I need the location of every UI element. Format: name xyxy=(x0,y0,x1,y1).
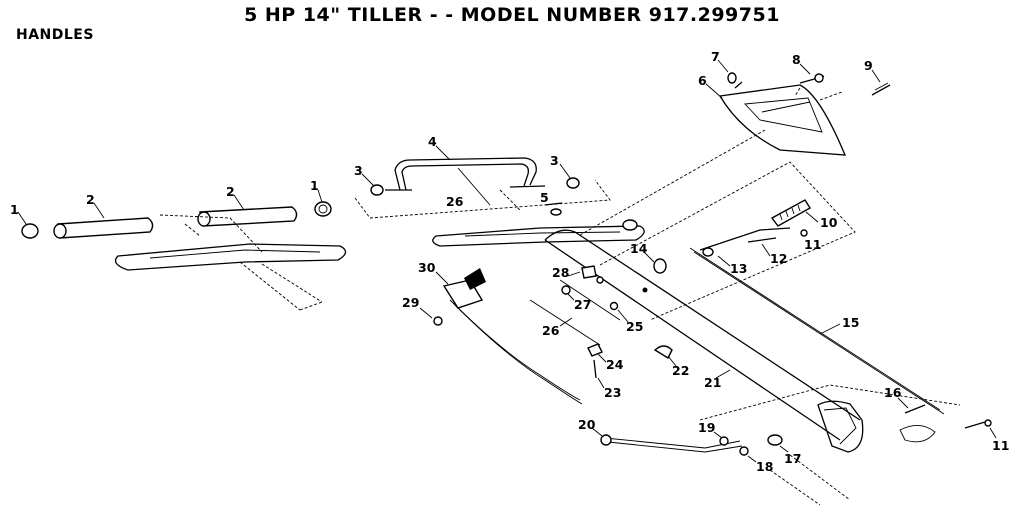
alignment-leaders xyxy=(499,129,856,321)
callout-18: 18 xyxy=(756,459,773,474)
callout-12: 12 xyxy=(770,251,787,266)
callout-4: 4 xyxy=(428,134,437,149)
callout-25: 25 xyxy=(626,319,643,334)
callout-15: 15 xyxy=(842,315,859,330)
section-title: HANDLES xyxy=(16,27,94,43)
callout-3: 3 xyxy=(354,163,363,178)
callout-14: 14 xyxy=(630,241,648,256)
callout-17: 17 xyxy=(784,451,801,466)
handle-grip-assembly-left xyxy=(21,201,347,311)
callout-20: 20 xyxy=(578,417,596,432)
page-title: 5 HP 14" TILLER - - MODEL NUMBER 917.299… xyxy=(244,4,780,26)
callout-30: 30 xyxy=(418,260,436,275)
callout-6: 6 xyxy=(698,73,707,88)
control-panel-shield xyxy=(718,72,891,156)
callout-11b: 11 xyxy=(992,438,1009,453)
callout-9: 9 xyxy=(864,58,873,73)
callout-10: 10 xyxy=(820,215,838,230)
callout-23: 23 xyxy=(604,385,621,400)
callout-5: 5 xyxy=(540,190,549,205)
callout-3b: 3 xyxy=(550,153,559,168)
callout-29: 29 xyxy=(402,295,419,310)
callout-2: 2 xyxy=(86,192,95,207)
callout-24: 24 xyxy=(606,357,624,372)
callout-21: 21 xyxy=(704,375,721,390)
callout-1: 1 xyxy=(10,202,19,217)
callout-11: 11 xyxy=(804,237,821,252)
callout-19: 19 xyxy=(698,420,715,435)
callout-2b: 2 xyxy=(226,184,235,199)
callout-26b: 26 xyxy=(542,323,560,338)
callout-22: 22 xyxy=(672,363,689,378)
callout-26a: 26 xyxy=(446,194,464,209)
callout-16: 16 xyxy=(884,385,902,400)
hardware-parts xyxy=(433,199,992,456)
callout-28: 28 xyxy=(552,265,569,280)
callout-8: 8 xyxy=(792,52,801,67)
callout-1b: 1 xyxy=(310,178,319,193)
control-cables xyxy=(449,247,961,506)
callout-13: 13 xyxy=(730,261,747,276)
upper-handle-bar xyxy=(354,157,645,247)
callout-7: 7 xyxy=(711,49,720,64)
callout-27: 27 xyxy=(574,297,591,312)
part-callouts: 1 2 2 1 3 4 3 26 5 6 7 8 9 10 11 12 13 1… xyxy=(10,49,1009,474)
